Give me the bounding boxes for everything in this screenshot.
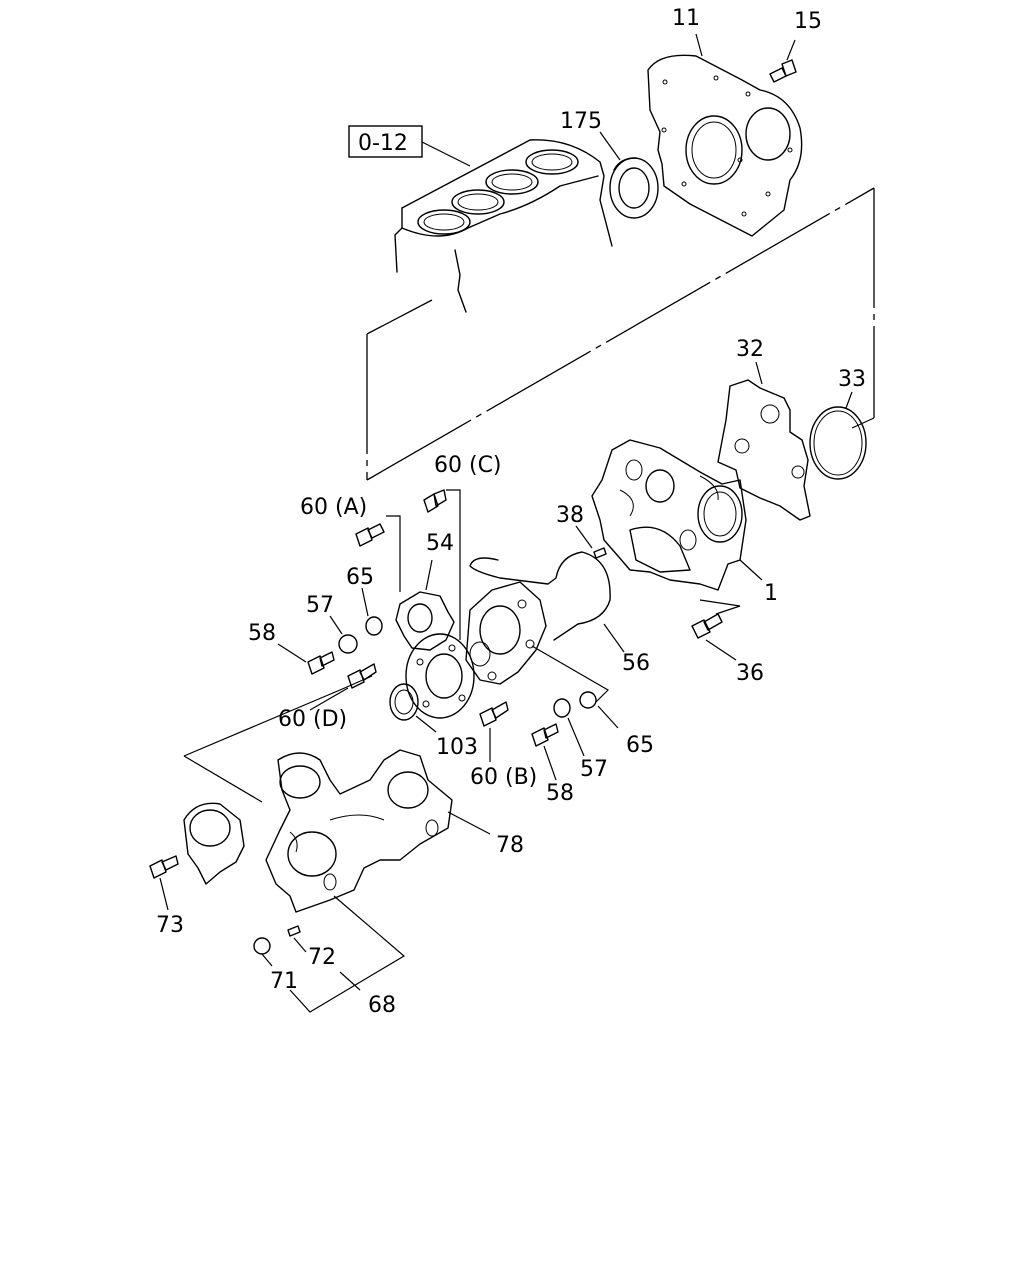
- bolt-60c: [423, 489, 461, 640]
- callout-54: 54: [426, 531, 454, 556]
- callout-72: 72: [308, 945, 336, 970]
- bolt-60a: [355, 515, 401, 592]
- callout-38: 38: [556, 503, 584, 528]
- callout-11: 11: [672, 6, 700, 31]
- reference-box: [348, 125, 423, 158]
- assembly-guide-lines: [366, 187, 875, 481]
- oil-pump-body: [465, 581, 547, 685]
- dowel-pin-38: [575, 525, 607, 559]
- plug-57b: [553, 698, 585, 757]
- callout-15: 15: [794, 9, 822, 34]
- o-ring-65b: [531, 645, 619, 729]
- rear-plate: [647, 54, 803, 237]
- bolt-58b: [531, 723, 559, 781]
- callout-60c: 60 (C): [434, 453, 502, 478]
- callout-56: 56: [622, 651, 650, 676]
- seal-plate-103: [405, 633, 475, 733]
- callout-103: 103: [436, 735, 478, 760]
- bolt-60d: [309, 663, 377, 711]
- o-ring-56: [469, 551, 625, 653]
- bolt-36: [691, 599, 741, 661]
- oil-seal-175: [599, 131, 659, 219]
- callout-65b: 65: [626, 733, 654, 758]
- callout-71: 71: [270, 969, 298, 994]
- callout-33: 33: [838, 367, 866, 392]
- gasket-32: [717, 361, 811, 521]
- callout-58a: 58: [248, 621, 276, 646]
- oil-pump-cover-54: [395, 559, 455, 651]
- callout-65a: 65: [346, 565, 374, 590]
- plug-71: [253, 937, 273, 967]
- reference-label: 0-12: [358, 131, 408, 156]
- o-ring-33: [809, 391, 867, 480]
- callout-60b: 60 (B): [470, 765, 537, 790]
- callout-57b: 57: [580, 757, 608, 782]
- callout-1: 1: [764, 581, 778, 606]
- callout-57a: 57: [306, 593, 334, 618]
- o-ring-65a: [361, 587, 383, 636]
- cover-plate-73: [183, 802, 245, 885]
- bolt-73: [149, 855, 179, 911]
- engine-block-outline: [394, 139, 613, 313]
- bolt-60b: [479, 701, 509, 762]
- callout-58b: 58: [546, 781, 574, 806]
- gear-case-1: [591, 439, 763, 591]
- callout-32: 32: [736, 337, 764, 362]
- pin-72: [287, 925, 307, 953]
- callout-60a: 60 (A): [300, 495, 367, 520]
- assembly-bracket-68: [183, 675, 406, 1013]
- oil-seal-103: [389, 683, 419, 721]
- callout-36: 36: [736, 661, 764, 686]
- plug-57a: [329, 615, 358, 654]
- bolt-58a: [277, 643, 335, 675]
- callout-68: 68: [368, 993, 396, 1018]
- callout-60d: 60 (D): [278, 707, 347, 732]
- callout-175: 175: [560, 109, 602, 134]
- timing-cover-68: [265, 749, 491, 913]
- bolt-15: [769, 39, 797, 83]
- callout-78: 78: [496, 833, 524, 858]
- callout-73: 73: [156, 913, 184, 938]
